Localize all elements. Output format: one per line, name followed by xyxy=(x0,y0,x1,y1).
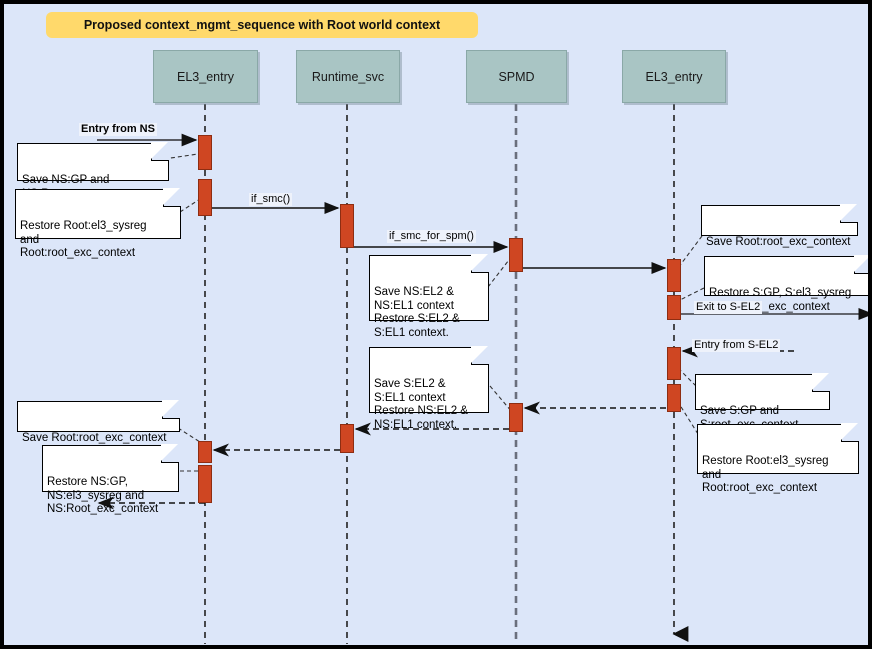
note-fold-icon xyxy=(161,444,179,463)
actor-runtime-svc[interactable]: Runtime_svc xyxy=(296,50,400,103)
actor-el3-entry-right[interactable]: EL3_entry xyxy=(622,50,726,103)
activation-el3-left-4[interactable] xyxy=(198,465,212,503)
note-save-s-el2-restore-ns-el2: Save S:EL2 & S:EL1 context Restore NS:EL… xyxy=(369,346,489,431)
note-text: Save NS:EL2 & NS:EL1 context Restore S:E… xyxy=(374,286,460,339)
label-entry-from-s-el2: Entry from S-EL2 xyxy=(692,339,781,352)
activation-runtime-2[interactable] xyxy=(340,424,354,453)
activation-spmd-1[interactable] xyxy=(509,238,523,272)
label-entry-from-ns: Entry from NS xyxy=(79,123,157,136)
note-restore-ns-gp: Restore NS:GP, NS:el3_sysreg and NS:Root… xyxy=(42,444,179,515)
note-save-root-exc-context-left: Save Root:root_exc_context xyxy=(17,400,180,444)
note-save-root-exc-context-right: Save Root:root_exc_context xyxy=(701,204,858,248)
activation-el3-left-1[interactable] xyxy=(198,135,212,170)
note-fold-icon xyxy=(812,373,830,392)
activation-el3-right-2[interactable] xyxy=(667,295,681,320)
note-save-ns-el2-restore-s-el2: Save NS:EL2 & NS:EL1 context Restore S:E… xyxy=(369,254,489,339)
note-save-s-gp: Save S:GP and S:root_exc_context xyxy=(695,373,830,431)
diagram-vector-layer xyxy=(97,104,868,644)
note-text: Restore NS:GP, NS:el3_sysreg and NS:Root… xyxy=(47,476,159,516)
activation-el3-right-3[interactable] xyxy=(667,347,681,380)
note-fold-icon xyxy=(471,346,489,365)
note-text: Save Root:root_exc_context xyxy=(706,236,851,249)
label-exit-to-s-el2: Exit to S-EL2 xyxy=(694,301,763,314)
label-if-smc: if_smc() xyxy=(249,193,293,206)
note-fold-icon xyxy=(854,255,868,274)
note-fold-icon xyxy=(162,400,180,419)
activation-el3-left-3[interactable] xyxy=(198,441,212,463)
diagram-title: Proposed context_mgmt_sequence with Root… xyxy=(46,12,478,38)
activation-spmd-2[interactable] xyxy=(509,403,523,432)
actor-el3-entry-left[interactable]: EL3_entry xyxy=(153,50,258,103)
activation-el3-left-2[interactable] xyxy=(198,179,212,216)
note-save-ns-gp: Save NS:GP and NS:Root_exc_context xyxy=(17,142,169,200)
activation-runtime-1[interactable] xyxy=(340,204,354,248)
note-text: Save S:EL2 & S:EL1 context Restore NS:EL… xyxy=(374,378,468,431)
activation-el3-right-4[interactable] xyxy=(667,384,681,412)
activation-el3-right-1[interactable] xyxy=(667,259,681,292)
note-restore-root-el3-sysreg-right: Restore Root:el3_sysreg and Root:root_ex… xyxy=(697,423,859,494)
note-fold-icon xyxy=(151,142,169,161)
note-restore-s-gp-s-el3-sysreg: Restore S:GP, S:el3_sysreg and S:root_ex… xyxy=(704,255,868,313)
label-if-smc-for-spm: if_smc_for_spm() xyxy=(387,230,476,243)
note-restore-root-el3-sysreg: Restore Root:el3_sysreg and Root:root_ex… xyxy=(15,188,181,259)
actor-spmd[interactable]: SPMD xyxy=(466,50,567,103)
note-fold-icon xyxy=(841,423,859,442)
note-text: Restore Root:el3_sysreg and Root:root_ex… xyxy=(702,455,829,495)
note-text: Restore Root:el3_sysreg and Root:root_ex… xyxy=(20,220,147,260)
note-text: Save Root:root_exc_context xyxy=(22,432,167,445)
note-fold-icon xyxy=(471,254,489,273)
note-fold-icon xyxy=(840,204,858,223)
note-fold-icon xyxy=(163,188,181,207)
